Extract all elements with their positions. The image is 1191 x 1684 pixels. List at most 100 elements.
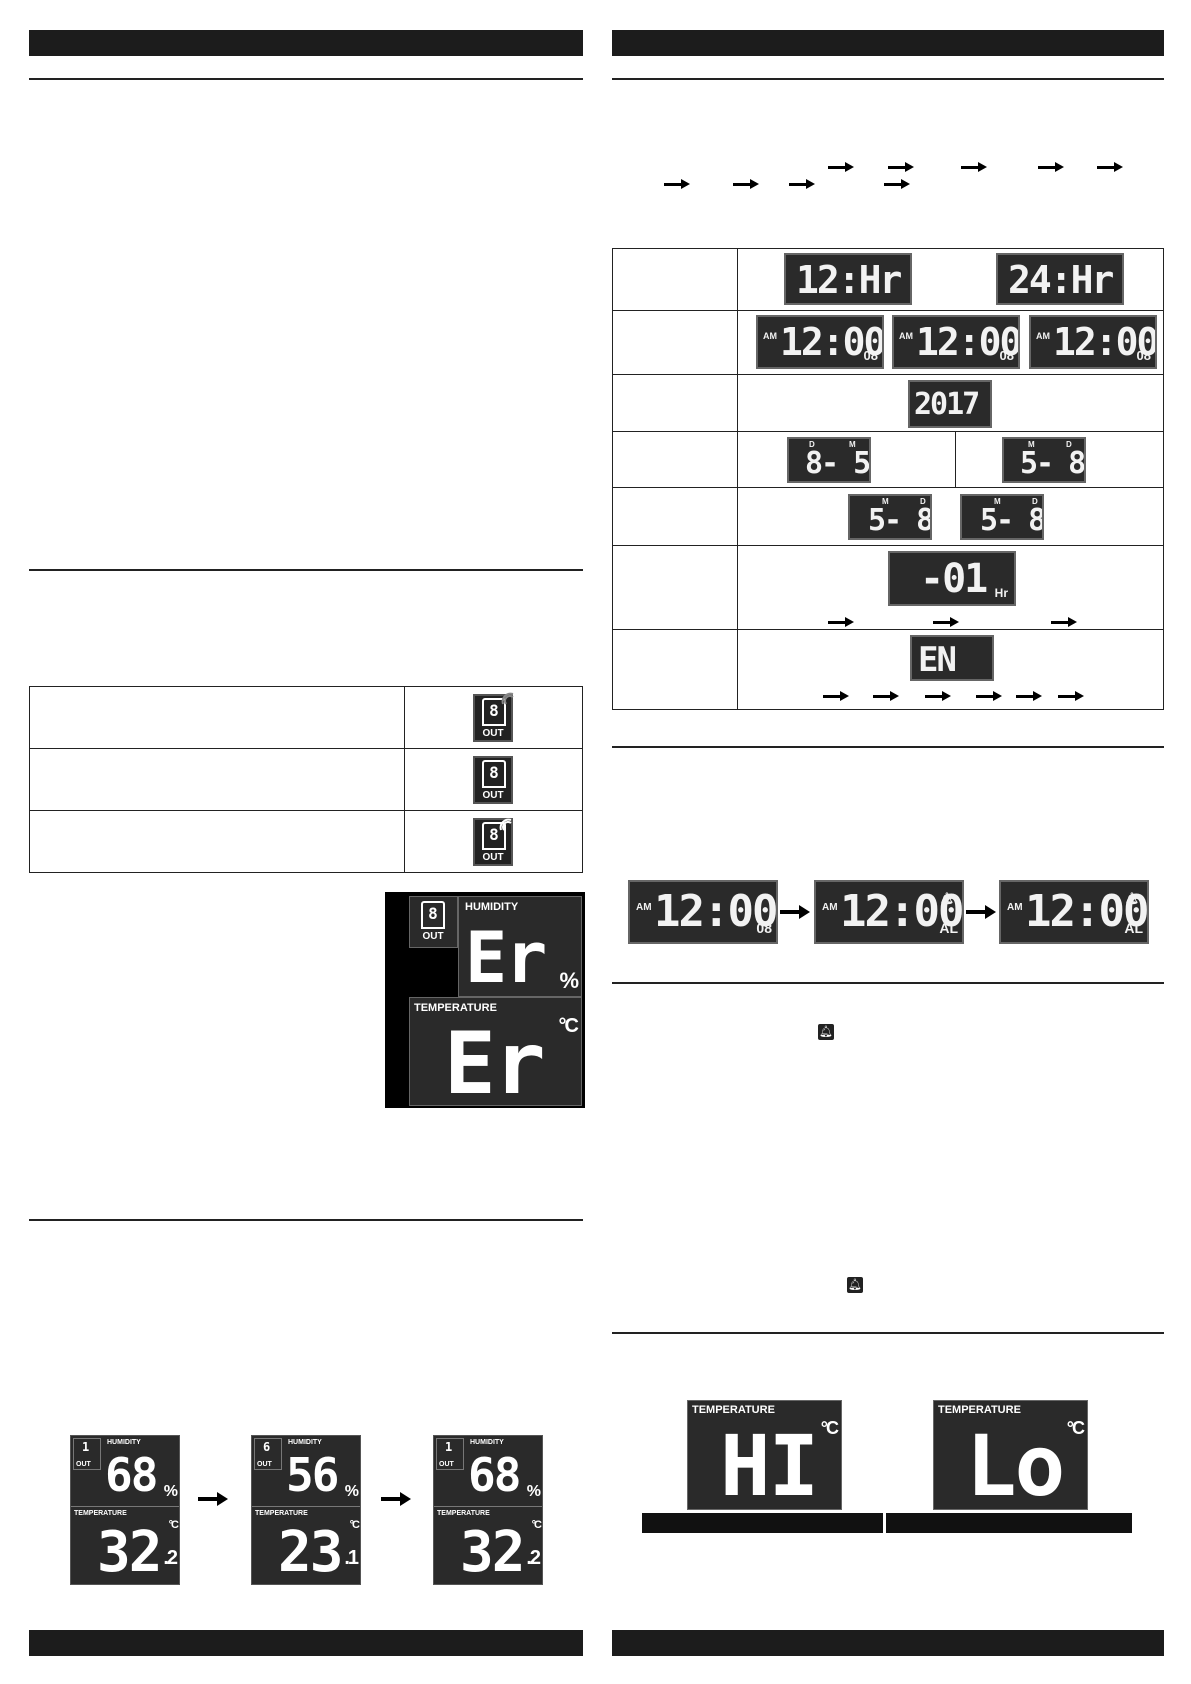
temperature-decimal: .2 <box>526 1547 541 1569</box>
right-arrow-icon <box>961 162 987 172</box>
channel-number: 8 <box>482 698 506 726</box>
lcd-language: EN <box>910 635 994 681</box>
hr-unit: Hr <box>994 586 1008 600</box>
humidity-value: 56 <box>286 1448 339 1502</box>
signal-waves-icon <box>501 692 514 705</box>
lcd-date-set-2: M D 5- 8 <box>960 494 1044 540</box>
humidity-value: Er <box>465 917 547 999</box>
am-label: AM <box>822 902 838 913</box>
right-arrow-icon <box>789 179 815 189</box>
celsius-unit: °C <box>349 1519 360 1531</box>
right-arrow-icon <box>884 179 910 189</box>
lcd-time-2: AM 12:00 08 <box>892 315 1020 369</box>
time-digits: 12:00 <box>654 886 777 937</box>
seconds: 08 <box>999 348 1014 363</box>
channel-panel: 8 OUT <box>409 896 458 948</box>
date-digits: 5- 8 <box>868 503 932 538</box>
temperature-label: TEMPERATURE <box>74 1510 127 1517</box>
date-digits: 8- 5 <box>805 446 870 481</box>
temperature-label: TEMPERATURE <box>255 1510 308 1517</box>
temperature-label: TEMPERATURE <box>414 1002 497 1014</box>
rule-right-1 <box>612 78 1164 80</box>
temperature-decimal: .1 <box>344 1547 359 1569</box>
min-caption-bar <box>886 1513 1132 1533</box>
channel-number: 8 <box>482 822 506 850</box>
out-label: OUT <box>257 1461 272 1468</box>
outdoor-sensor-icon: 8 OUT <box>414 899 452 943</box>
outdoor-sensor-icon: 1 OUT <box>73 1438 101 1470</box>
temperature-panel: TEMPERATURE Er °C <box>409 997 582 1114</box>
channel-display-3: 1 OUT HUMIDITY 68 % TEMPERATURE 32 °C .2 <box>433 1435 543 1585</box>
channel-number: 8 <box>421 901 445 929</box>
percent-unit: % <box>163 1483 178 1500</box>
percent-unit: % <box>344 1483 359 1500</box>
lcd-date-md: M D 5- 8 <box>1002 437 1086 483</box>
right-arrow-icon <box>1058 691 1084 701</box>
rule-right-2 <box>612 746 1164 748</box>
right-arrow-icon <box>933 617 959 627</box>
settings-table-divider <box>955 432 956 488</box>
temperature-label: TEMPERATURE <box>692 1404 775 1416</box>
rule-left-2 <box>29 569 583 571</box>
percent-unit: % <box>526 1483 541 1500</box>
right-arrow-icon <box>888 162 914 172</box>
channel-display-2: 6 OUT HUMIDITY 56 % TEMPERATURE 23 °C .1 <box>251 1435 361 1585</box>
right-arrow-icon <box>1038 162 1064 172</box>
out-label: OUT <box>482 852 504 863</box>
signal-waves-icon <box>499 818 512 831</box>
time-digits: 12:00 <box>840 886 963 937</box>
channel-number: 1 <box>82 1440 90 1454</box>
out-label: OUT <box>422 931 444 942</box>
right-arrow-icon <box>873 691 899 701</box>
rule-left-3 <box>29 1219 583 1221</box>
time-digits: 12:00 <box>1025 886 1148 937</box>
sensor-signal-table <box>29 686 583 873</box>
humidity-label: HUMIDITY <box>470 1439 504 1446</box>
alarm-bell-icon: 🔔︎ <box>847 1277 863 1293</box>
channel-number: 8 <box>482 760 506 788</box>
date-digits: 5- 8 <box>1020 446 1085 481</box>
out-label: OUT <box>439 1461 454 1468</box>
lcd-text: 24:Hr <box>1008 258 1114 302</box>
lcd-time-1: AM 12:00 08 <box>756 315 884 369</box>
temperature-value: 32 <box>460 1520 525 1585</box>
temperature-decimal: .2 <box>163 1547 178 1569</box>
right-arrow-icon <box>780 905 810 919</box>
error-display: 8 OUT HUMIDITY Er % TEMPERATURE Er °C <box>385 892 585 1114</box>
temperature-label: TEMPERATURE <box>938 1404 1021 1416</box>
humidity-value: 68 <box>468 1448 521 1502</box>
temperature-value: 23 <box>278 1520 343 1585</box>
lcd-alarm-2: AM 12:00 🔔︎ AL <box>814 880 964 944</box>
rule-right-3 <box>612 982 1164 984</box>
right-arrow-icon <box>828 617 854 627</box>
lcd-date-dm: D M 8- 5 <box>787 437 871 483</box>
rule-right-4 <box>612 1332 1164 1334</box>
day-label: D <box>920 497 926 506</box>
footer-bar-left <box>29 1630 583 1656</box>
timezone-digits: -01 <box>920 556 988 602</box>
lcd-12hr: 12:Hr <box>784 253 912 305</box>
rule-left-1 <box>29 78 583 80</box>
channel-number: 1 <box>445 1440 453 1454</box>
max-caption-bar <box>642 1513 883 1533</box>
am-label: AM <box>636 902 652 913</box>
footer-bar-right <box>612 1630 1164 1656</box>
month-label: M <box>1028 440 1035 449</box>
month-label: M <box>849 440 856 449</box>
month-label: M <box>994 497 1001 506</box>
alarm-bell-icon: 🔔︎ <box>940 892 954 905</box>
min-value: Lo <box>966 1417 1065 1515</box>
am-label: AM <box>1036 331 1050 341</box>
right-arrow-icon <box>198 1492 228 1506</box>
am-label: AM <box>1007 902 1023 913</box>
header-bar-right <box>612 30 1164 56</box>
right-arrow-icon <box>976 691 1002 701</box>
channel-display-1: 1 OUT HUMIDITY 68 % TEMPERATURE 32 °C .2 <box>70 1435 180 1585</box>
lcd-time-3: AM 12:00 08 <box>1029 315 1157 369</box>
out-label: OUT <box>482 790 504 801</box>
lcd-text: 12:Hr <box>796 258 902 302</box>
humidity-label: HUMIDITY <box>465 901 519 913</box>
right-arrow-icon <box>664 179 690 189</box>
right-arrow-icon <box>1097 162 1123 172</box>
humidity-value: 68 <box>105 1448 158 1502</box>
